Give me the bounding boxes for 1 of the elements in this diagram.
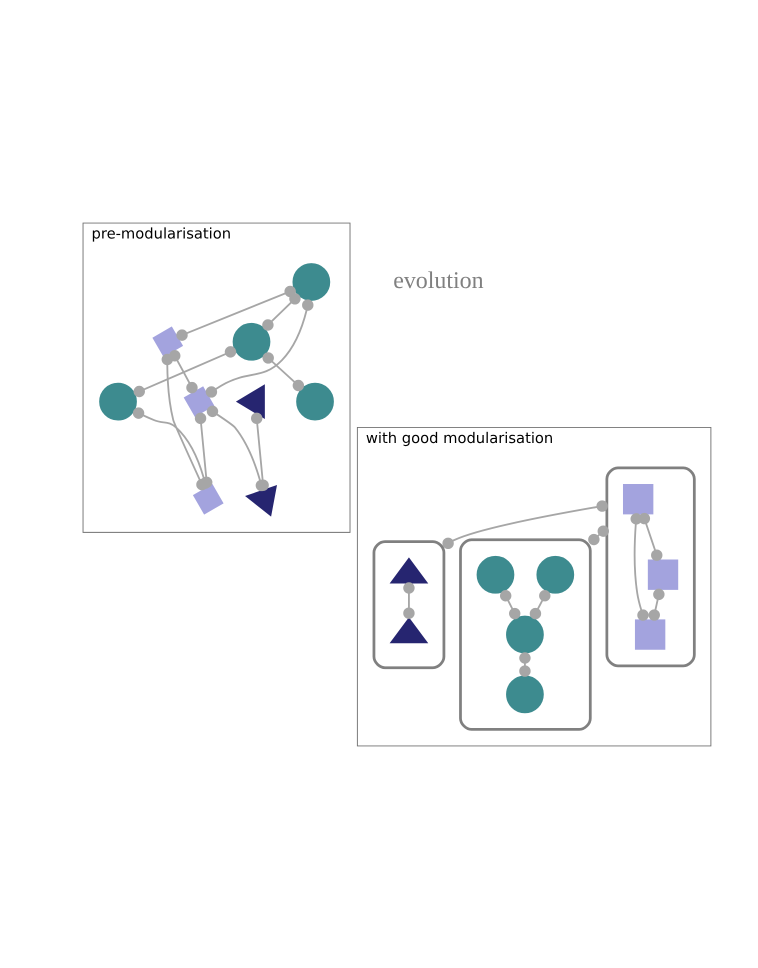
label: evolution [393,267,484,294]
